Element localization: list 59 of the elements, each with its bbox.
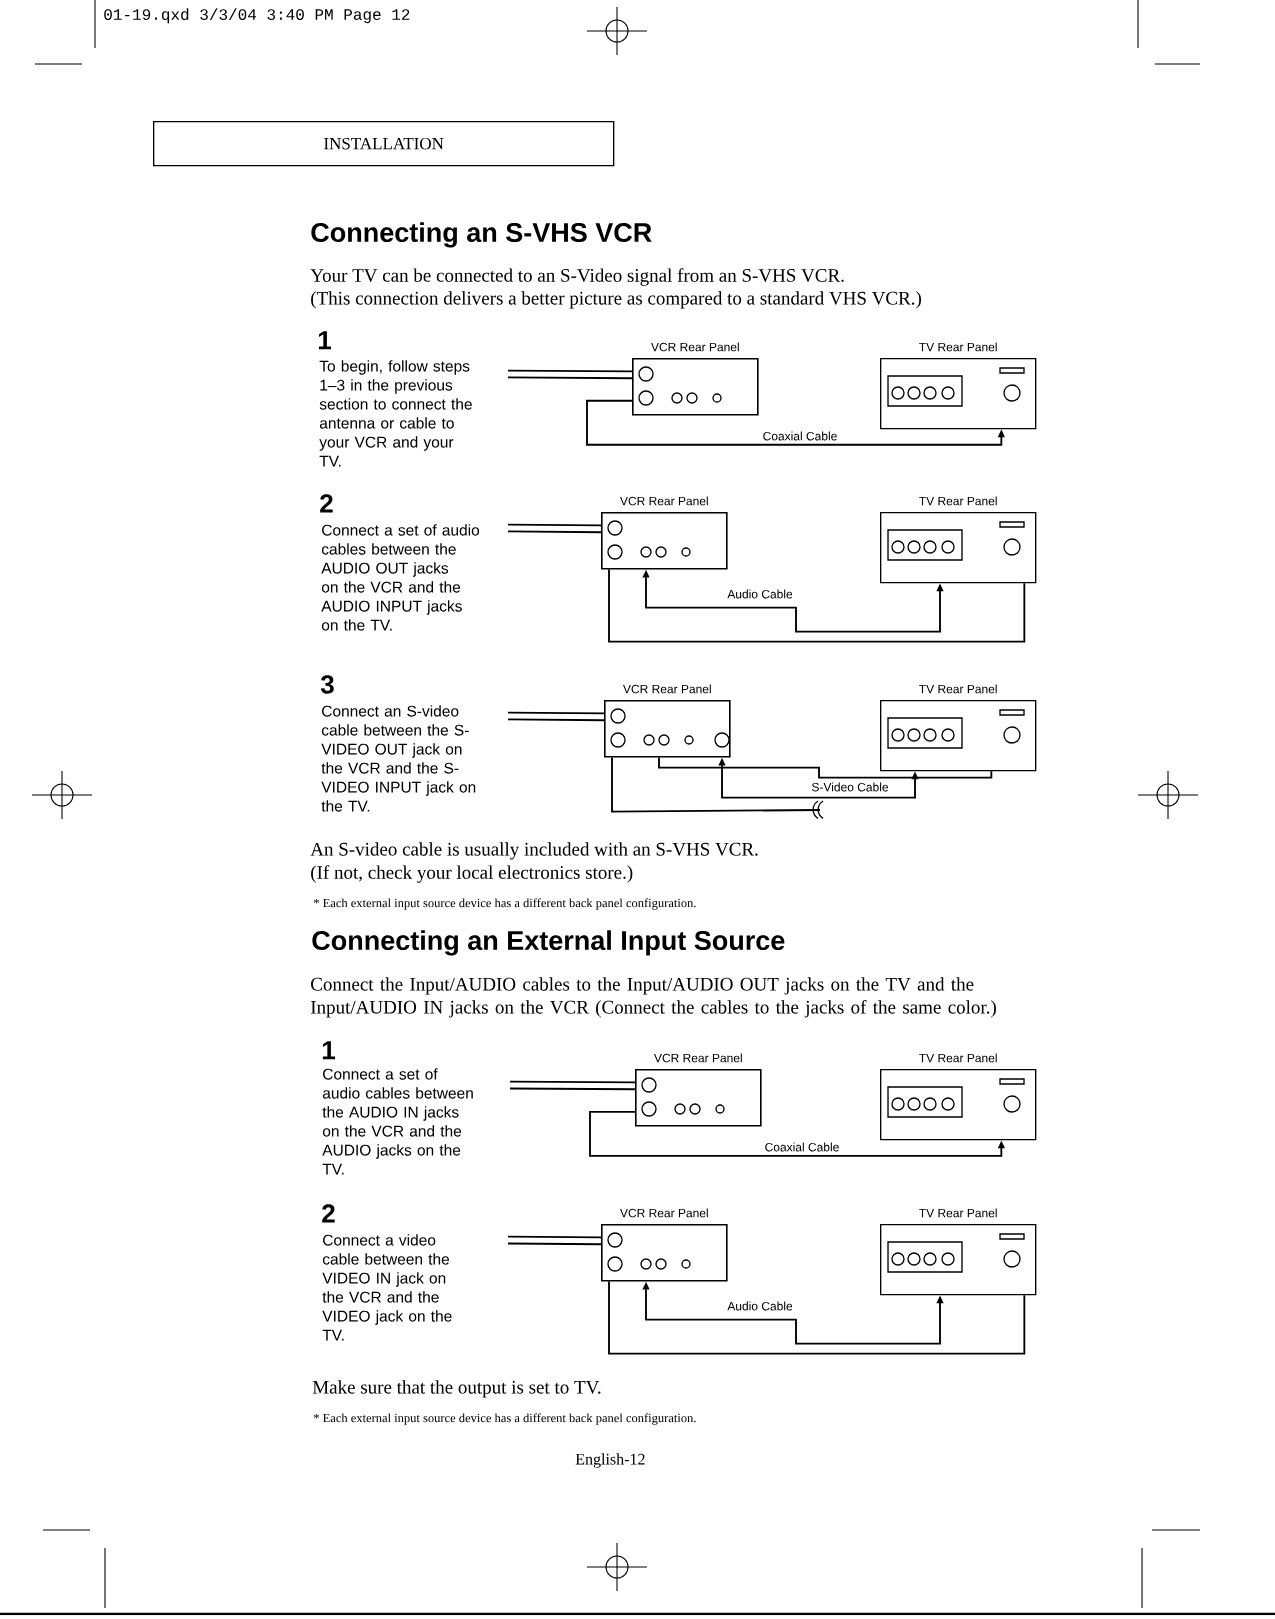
body-text: Connect the Input/AUDIO cables to the Input/AUDIO OUT jacks on the TV and the Input/AUDIO IN jacks on the VCR (Connect the cables to the jacks of the same color.) bbox=[310, 977, 996, 1018]
body-text: (If not, check your local electronics store.) bbox=[311, 865, 633, 883]
header-box: INSTALLATION bbox=[153, 121, 615, 167]
step-number: 2 bbox=[320, 494, 333, 513]
edge-label: Coaxial Cable bbox=[761, 430, 839, 442]
body-text: (This connection delivers a better picture as compared to a standard VHS VCR.) bbox=[311, 291, 921, 309]
footnote: * Each external input source device has a different back panel configuration. bbox=[313, 1413, 696, 1425]
body-text: Your TV can be connected to an S-Video signal from an S-VHS VCR. bbox=[310, 268, 844, 286]
body-text: An S-video cable is usually included with an S-VHS VCR. bbox=[310, 842, 758, 860]
antenna-cable bbox=[507, 711, 605, 722]
tv-panel: TV Rear Panel bbox=[880, 342, 1037, 430]
step-text: Connect a set of audio cables between the AUDIO OUT jacks on the VCR and the AUDIO INPUT jacks on the TV. bbox=[321, 524, 480, 631]
step-number: 1 bbox=[318, 331, 331, 350]
node-label: TV Rear Panel bbox=[919, 684, 997, 694]
tv-panel: TV Rear Panel bbox=[880, 1208, 1037, 1296]
tv-panel: TV Rear Panel bbox=[880, 684, 1037, 772]
node-label: VCR Rear Panel bbox=[620, 496, 708, 506]
step-text: Connect a set of audio cables between the AUDIO IN jacks on the VCR and the AUDIO jacks on the TV. bbox=[322, 1068, 473, 1175]
section-heading: Connecting an S-VHS VCR bbox=[311, 222, 652, 248]
vcr-panel: VCR Rear Panel bbox=[604, 684, 731, 758]
body-text: Make sure that the output is set to TV. bbox=[312, 1380, 601, 1398]
step-text: Connect an S-video cable between the S-VIDEO OUT jack on the VCR and the S-VIDEO INPUT jack on the TV. bbox=[321, 705, 476, 812]
vcr-panel: VCR Rear Panel bbox=[635, 1053, 762, 1127]
vcr-panel: VCR Rear Panel bbox=[601, 1208, 728, 1282]
cable bbox=[658, 756, 993, 779]
step-number: 1 bbox=[322, 1041, 335, 1060]
edge-label: Coaxial Cable bbox=[763, 1141, 841, 1153]
cable bbox=[586, 399, 1005, 446]
footnote: * Each external input source device has a different back panel configuration. bbox=[313, 898, 696, 910]
edge-label: S-Video Cable bbox=[810, 781, 890, 793]
step-number: 3 bbox=[320, 675, 334, 694]
cable bbox=[589, 1110, 1005, 1157]
node-label: VCR Rear Panel bbox=[623, 684, 711, 694]
edge-label: Audio Cable bbox=[726, 588, 795, 600]
tv-panel: TV Rear Panel bbox=[880, 496, 1037, 584]
section-heading: Connecting an External Input Source bbox=[312, 930, 785, 956]
step-text: To begin, follow steps 1–3 in the previous section to connect the antenna or cable to your VCR and your TV. bbox=[319, 360, 472, 467]
node-label: TV Rear Panel bbox=[919, 1208, 997, 1218]
node-label: TV Rear Panel bbox=[919, 1053, 997, 1063]
node-label: TV Rear Panel bbox=[919, 342, 997, 352]
cable bbox=[608, 1280, 1026, 1355]
antenna-cable bbox=[507, 523, 602, 534]
node-label: VCR Rear Panel bbox=[620, 1208, 708, 1218]
vcr-panel: VCR Rear Panel bbox=[601, 496, 728, 570]
vcr-panel: VCR Rear Panel bbox=[632, 342, 759, 416]
page-number: English-12 bbox=[575, 1453, 645, 1468]
antenna-cable bbox=[509, 1080, 636, 1091]
edge-label: Audio Cable bbox=[726, 1300, 795, 1312]
node-label: TV Rear Panel bbox=[919, 496, 997, 506]
step-text: Connect a video cable between the VIDEO IN jack on the VCR and the VIDEO jack on the TV. bbox=[322, 1234, 452, 1341]
antenna-cable bbox=[508, 369, 633, 380]
cable bbox=[611, 756, 821, 813]
print-slug: 01-19.qxd 3/3/04 3:40 PM Page 12 bbox=[104, 8, 410, 24]
node-label: VCR Rear Panel bbox=[651, 342, 739, 352]
tv-panel: TV Rear Panel bbox=[880, 1053, 1037, 1141]
antenna-cable bbox=[507, 1235, 602, 1246]
node-label: VCR Rear Panel bbox=[654, 1053, 742, 1063]
cable bbox=[608, 568, 1026, 643]
step-number: 2 bbox=[322, 1204, 335, 1223]
